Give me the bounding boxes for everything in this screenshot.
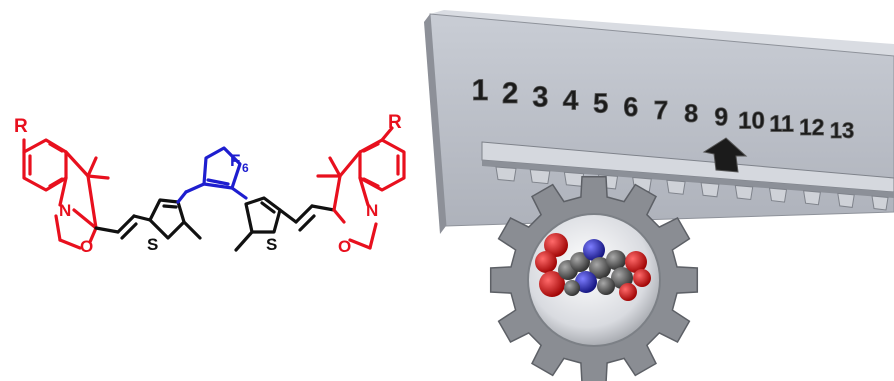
scale-number-8: 8 xyxy=(684,100,698,128)
left-ethenyl-linker xyxy=(94,214,152,240)
rail-tooth xyxy=(666,179,686,195)
scale-number-3: 3 xyxy=(532,81,548,113)
scale-number-13: 13 xyxy=(830,118,854,143)
panel-top-edge xyxy=(430,10,894,56)
left-thiophene xyxy=(148,190,202,240)
rail-tooth xyxy=(837,192,855,208)
panel-rail xyxy=(481,141,894,193)
right-o-label: O xyxy=(338,237,351,256)
scale-number-10: 10 xyxy=(738,108,765,135)
gear-icon xyxy=(489,175,699,381)
left-n-label: N xyxy=(59,201,71,220)
left-indoline-unit xyxy=(22,138,110,250)
panel-side xyxy=(424,14,446,234)
rail-tooth xyxy=(871,195,889,211)
molecule-structure: R N O S F 6 S O N R xyxy=(14,112,406,256)
rail-tooth xyxy=(768,187,788,203)
left-s-label: S xyxy=(147,235,158,254)
scale-number-6: 6 xyxy=(623,92,638,122)
rail-tooth xyxy=(734,184,754,201)
left-r-label: R xyxy=(14,116,28,137)
rail-tooth xyxy=(529,169,551,185)
right-s-label: S xyxy=(266,235,277,254)
scale-number-9: 9 xyxy=(714,104,728,131)
right-thiophene xyxy=(234,196,282,252)
right-ethenyl-linker xyxy=(278,204,336,232)
scale-number-5: 5 xyxy=(593,88,608,119)
scale-number-2: 2 xyxy=(502,77,518,110)
scale-number-7: 7 xyxy=(654,95,668,125)
perfluorocyclopentene xyxy=(184,146,248,200)
right-indoline-unit xyxy=(316,126,406,250)
rail-tooth xyxy=(563,171,585,187)
right-n-label: N xyxy=(366,201,378,220)
pointer-arrow-icon xyxy=(702,137,748,173)
rail-tooth xyxy=(803,190,821,206)
fluoro-label: F xyxy=(230,151,240,170)
scale-number-11: 11 xyxy=(769,111,794,137)
space-filling-molecule xyxy=(535,233,651,301)
scale-number-1: 1 xyxy=(472,74,489,107)
scale-number-4: 4 xyxy=(563,85,579,116)
fluoro-subscript: 6 xyxy=(242,161,249,175)
left-o-label: O xyxy=(80,237,93,256)
rail-tooth xyxy=(495,166,517,182)
rail-tooth xyxy=(700,182,720,198)
right-r-label: R xyxy=(388,112,402,133)
scale-number-12: 12 xyxy=(799,114,824,140)
